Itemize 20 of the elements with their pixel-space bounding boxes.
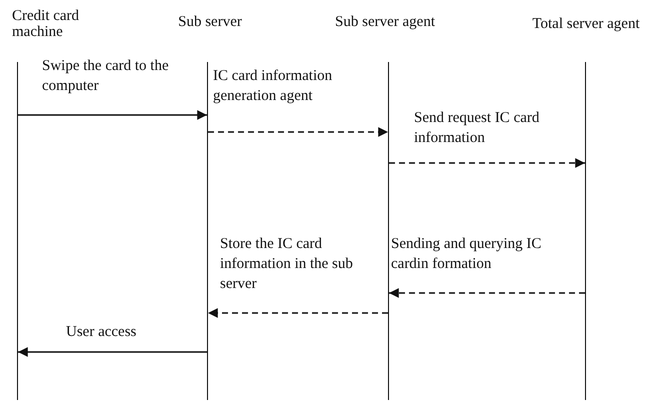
edge-label: Store the IC card information in the sub server (220, 235, 354, 294)
lifeline-header: Credit card machine (12, 8, 80, 40)
lifeline-header: Sub server (177, 14, 243, 30)
arrow (389, 288, 585, 298)
arrow (208, 127, 388, 137)
edge-label: Swipe the card to the computer (42, 57, 170, 96)
arrow (208, 308, 388, 318)
edge-label: Send request IC card information (414, 109, 540, 148)
lifeline-header: Sub server agent (334, 14, 436, 30)
edge-label: IC card information generation agent (213, 67, 334, 106)
lifeline (585, 62, 586, 400)
arrow (18, 110, 207, 120)
lifeline (207, 62, 208, 400)
edge-label: Sending and querying IC cardin formation (391, 235, 542, 274)
lifeline (17, 62, 18, 400)
edge-label: User access (66, 323, 138, 342)
lifeline (388, 62, 389, 400)
arrow (18, 347, 207, 357)
lifeline-header: Total server agent (531, 16, 641, 32)
arrow (389, 158, 585, 168)
